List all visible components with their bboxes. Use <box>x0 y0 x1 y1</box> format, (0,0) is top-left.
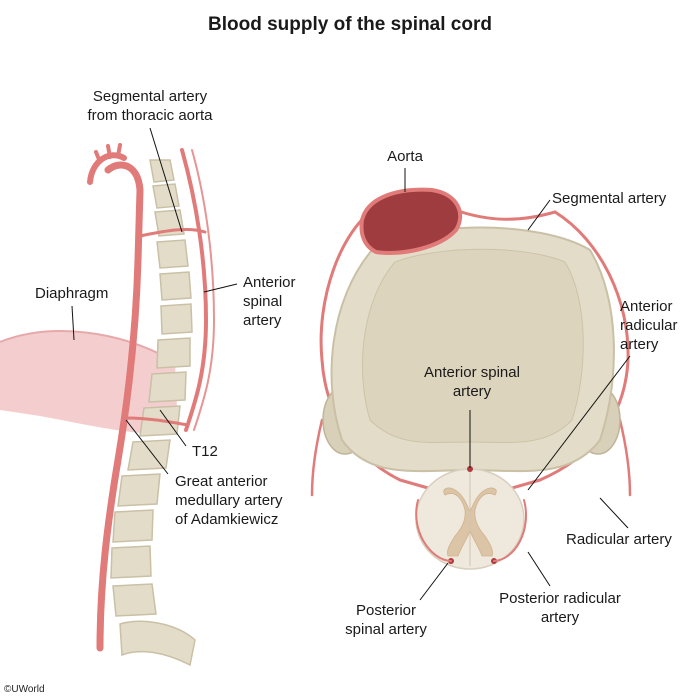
label-adamkiewicz-1: Great anterior <box>175 473 268 490</box>
label-radicular-artery: Radicular artery <box>566 531 672 548</box>
label-posterior-spinal-1: Posterior <box>356 602 416 619</box>
label-anterior-spinal-right-2: artery <box>453 383 492 400</box>
label-posterior-radicular-2: artery <box>541 609 580 626</box>
label-posterior-spinal-2: spinal artery <box>345 621 427 638</box>
left-branch <box>310 418 324 497</box>
posterior-cord-line <box>191 149 215 431</box>
label-segmental-thoracic-1: Segmental artery <box>93 88 208 105</box>
anterior-spinal-artery-dot <box>467 466 473 472</box>
label-aorta: Aorta <box>387 148 424 165</box>
label-posterior-radicular-1: Posterior radicular <box>499 590 621 607</box>
label-anterior-spinal-left-2: spinal <box>243 293 282 310</box>
label-anterior-spinal-left-1: Anterior <box>243 274 296 291</box>
right-branch <box>618 418 632 497</box>
labels: Segmental artery from thoracic aorta Dia… <box>35 88 678 638</box>
label-anterior-radicular-2: radicular <box>620 317 678 334</box>
label-anterior-spinal-left-3: artery <box>243 312 282 329</box>
copyright-notice: ©UWorld <box>4 684 45 695</box>
anterior-spinal-artery-sagittal <box>180 148 208 432</box>
label-t12: T12 <box>192 443 218 460</box>
label-anterior-radicular-1: Anterior <box>620 298 673 315</box>
cord-arterial-ring <box>415 499 527 562</box>
segmental-artery-axial <box>453 208 557 221</box>
aorta-cross-section <box>359 187 462 255</box>
page-title: Blood supply of the spinal cord <box>208 14 492 35</box>
label-segmental-artery: Segmental artery <box>552 190 667 207</box>
adamkiewicz-artery <box>124 416 190 427</box>
sagittal-view <box>0 143 215 667</box>
vertebral-body-inner <box>362 248 584 444</box>
arch-branches <box>94 143 122 164</box>
label-segmental-thoracic-2: from thoracic aorta <box>87 107 213 124</box>
label-anterior-spinal-right-1: Anterior spinal <box>424 364 520 381</box>
axial-view <box>310 187 632 570</box>
label-anterior-radicular-3: artery <box>620 336 659 353</box>
segmental-artery-sagittal <box>138 227 207 238</box>
label-diaphragm: Diaphragm <box>35 285 108 302</box>
label-adamkiewicz-3: of Adamkiewicz <box>175 511 278 528</box>
diaphragm-edge <box>0 330 176 363</box>
descending-aorta <box>96 161 144 652</box>
leader-lines <box>71 127 631 601</box>
label-adamkiewicz-2: medullary artery <box>175 492 283 509</box>
aortic-arch <box>87 152 127 185</box>
